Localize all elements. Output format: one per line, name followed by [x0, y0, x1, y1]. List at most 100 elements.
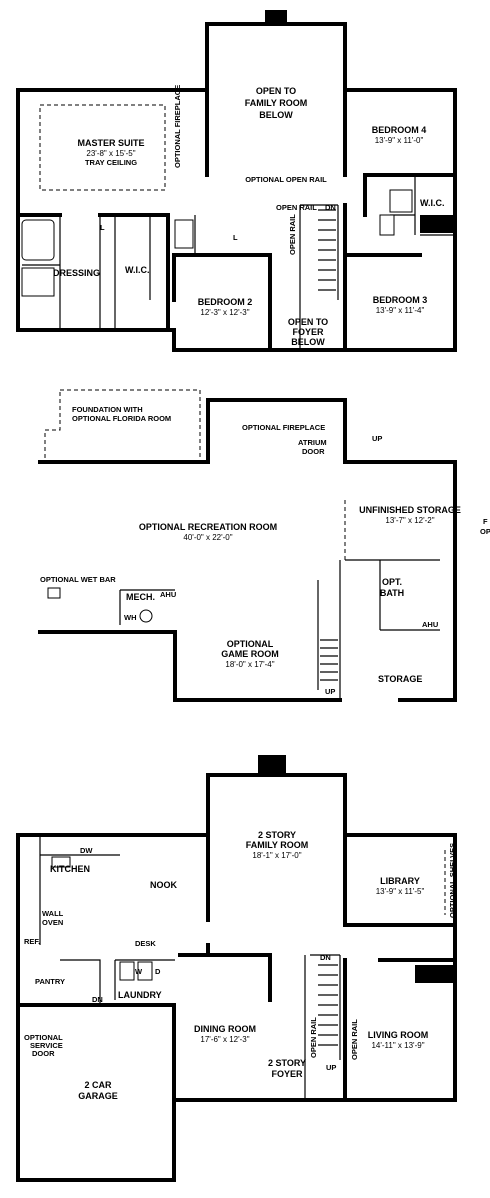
garage-name-1: 2 CAR [84, 1080, 112, 1090]
atrium-door-1: ATRIUM [298, 438, 327, 447]
foyer-name-2: FOYER [271, 1069, 303, 1079]
upper-stair [318, 209, 336, 291]
bedroom4-dim: 13'-9" x 11'-0" [375, 136, 424, 145]
upper-floor-plan [16, 10, 457, 352]
upper-exterior-walls [16, 22, 457, 352]
family-room-dim: 18'-1" x 17'-0" [252, 851, 301, 860]
l-left-label: L [100, 223, 105, 232]
optional-shelves-label: OPTIONAL SHELVES [448, 843, 457, 918]
bedroom2-dim: 12'-3" x 12'-3" [200, 308, 249, 317]
sink-upper-hall [174, 219, 194, 249]
optional-open-rail-label: OPTIONAL OPEN RAIL [245, 175, 327, 184]
mech-label: MECH. [126, 592, 155, 602]
wic-right-label: W.I.C. [420, 198, 445, 208]
garage-dn-label: DN [92, 995, 103, 1004]
edge-right-2: OP [480, 527, 490, 536]
garage-name-2: GARAGE [78, 1091, 118, 1101]
wh-label: WH [124, 613, 137, 622]
dw-label: DW [80, 846, 93, 855]
open-rail-right-label: OPEN RAIL [350, 1019, 359, 1060]
bedroom2-name: BEDROOM 2 [198, 297, 253, 307]
library-name: LIBRARY [380, 876, 420, 886]
chimney-main [258, 755, 286, 775]
wic-left-label: W.I.C. [125, 265, 150, 275]
basement-plan [38, 389, 457, 702]
wall-oven-1: WALL [42, 909, 64, 918]
main-fine-walls [39, 835, 341, 1100]
foundation-label-1: FOUNDATION WITH [72, 405, 143, 414]
game-room-name-2: GAME ROOM [221, 649, 279, 659]
basement-exterior-walls [38, 398, 457, 702]
bedroom4-name: BEDROOM 4 [372, 125, 427, 135]
kitchen-label: KITCHEN [50, 864, 90, 874]
open-rail-top-label: OPEN RAIL [276, 203, 317, 212]
main-exterior-walls [16, 773, 457, 1182]
opt-bath-1: OPT. [382, 577, 402, 587]
family-room-name-1: 2 STORY [258, 830, 296, 840]
wet-bar-sink [47, 587, 61, 599]
dining-dim: 17'-6" x 12'-3" [200, 1035, 249, 1044]
open-foyer-label-1: OPEN TO [288, 317, 328, 327]
service-door-1: OPTIONAL [24, 1033, 63, 1042]
library-dim: 13'-9" x 11'-5" [376, 887, 425, 896]
basement-up-bottom: UP [325, 687, 335, 696]
ahu-right-label: AHU [422, 620, 438, 629]
game-room-name-1: OPTIONAL [227, 639, 274, 649]
upper-optional-fireplace-label: OPTIONAL FIREPLACE [173, 85, 182, 168]
dryer-label: D [155, 967, 161, 976]
recreation-name: OPTIONAL RECREATION ROOM [139, 522, 277, 532]
basement-fireplace-label: OPTIONAL FIREPLACE [242, 423, 325, 432]
upper-dn-label: DN [325, 203, 336, 212]
open-foyer-label-2: FOYER [292, 327, 324, 337]
shower [21, 267, 55, 297]
wall-oven-2: OVEN [42, 918, 63, 927]
master-suite-dim: 23'-8" x 15'-5" [86, 149, 135, 158]
upper-fine-walls [22, 175, 455, 350]
upper-interior-walls [16, 22, 457, 352]
nook-label: NOOK [150, 880, 178, 890]
washer [119, 961, 135, 981]
ref-label: REF. [24, 937, 40, 946]
dressing-label: DRESSING [53, 268, 100, 278]
open-family-label-3: BELOW [259, 110, 293, 120]
main-dn-stair: DN [320, 953, 331, 962]
hvac-upper [420, 215, 454, 233]
main-stair [318, 964, 338, 1046]
open-family-label-2: FAMILY ROOM [245, 98, 308, 108]
desk-label: DESK [135, 939, 156, 948]
main-interior-walls [16, 773, 457, 1102]
pantry-label: PANTRY [35, 977, 65, 986]
ahu-left-label: AHU [160, 590, 176, 599]
unfinished-storage-name: UNFINISHED STORAGE [359, 505, 461, 515]
tub [21, 219, 55, 261]
living-name: LIVING ROOM [368, 1030, 429, 1040]
game-room-dim: 18'-0" x 17'-4" [225, 660, 274, 669]
basement-up-top: UP [372, 434, 382, 443]
main-floor-plan [16, 755, 457, 1182]
basement-interior-walls [119, 559, 440, 700]
hvac-main [415, 965, 455, 983]
atrium-door-2: DOOR [302, 447, 325, 456]
washer-label: W [135, 967, 143, 976]
toilet-bath-4 [379, 214, 395, 236]
service-door-3: DOOR [32, 1049, 55, 1058]
l-right-label: L [233, 233, 238, 242]
opt-bath-2: BATH [380, 588, 404, 598]
basement-stair [320, 639, 338, 681]
open-foyer-label-3: BELOW [291, 337, 325, 347]
bedroom3-name: BEDROOM 3 [373, 295, 428, 305]
bedroom3-dim: 13'-9" x 11'-4" [376, 306, 425, 315]
main-up-label: UP [326, 1063, 336, 1072]
master-suite-note: TRAY CEILING [85, 158, 137, 167]
storage-label: STORAGE [378, 674, 422, 684]
tray-ceiling-outline [39, 104, 166, 191]
living-dim: 14'-11" x 13'-9" [371, 1041, 424, 1050]
master-suite-name: MASTER SUITE [77, 138, 144, 148]
open-family-label-1: OPEN TO [256, 86, 296, 96]
foundation-outline [44, 389, 201, 463]
foyer-name-1: 2 STORY [268, 1058, 306, 1068]
unfinished-storage-dim: 13'-7" x 12'-2" [385, 516, 434, 525]
laundry-label: LAUNDRY [118, 990, 162, 1000]
water-heater [139, 609, 153, 623]
open-rail-left-label: OPEN RAIL [309, 1017, 318, 1058]
